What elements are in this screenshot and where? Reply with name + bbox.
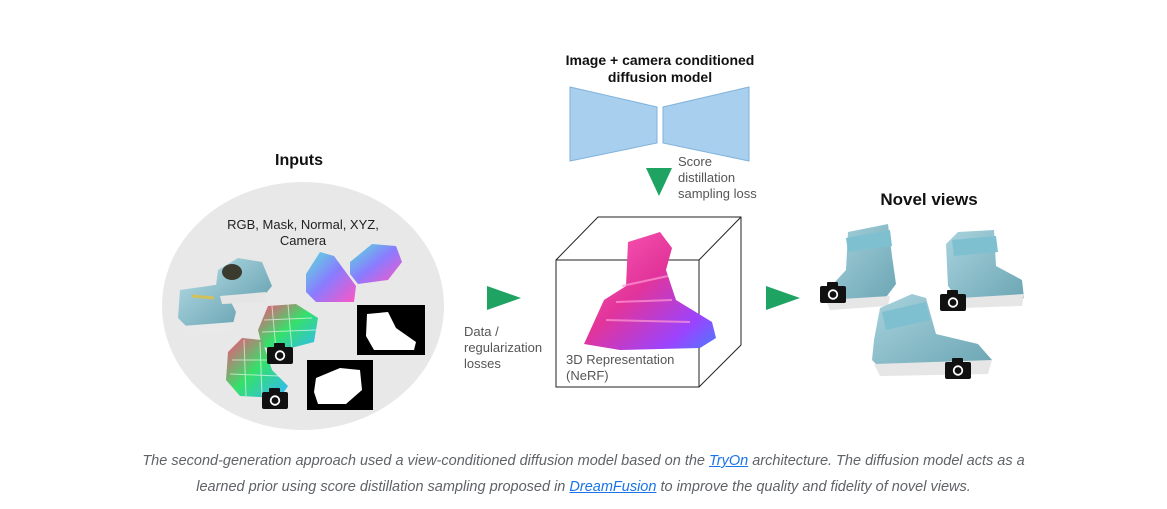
shoe-image-rgb-2 xyxy=(216,258,272,304)
novel-shoe-2 xyxy=(946,230,1024,308)
inputs-types-label: RGB, Mask, Normal, XYZ, Camera xyxy=(227,217,379,248)
sds-loss-line1: Score xyxy=(678,154,712,169)
model-title: Image + camera conditioned diffusion mod… xyxy=(552,52,768,86)
model-title-line1: Image + camera conditioned xyxy=(565,52,755,68)
shoe-image-normal-2 xyxy=(350,244,402,284)
data-loss-line3: losses xyxy=(464,356,501,371)
sds-loss-line2: distillation xyxy=(678,170,736,185)
representation-line2: (NeRF) xyxy=(566,368,609,383)
nerf-shoe xyxy=(584,232,716,350)
shoe-image-normal-1 xyxy=(306,252,356,302)
representation-label: 3D Representation (NeRF) xyxy=(566,352,696,384)
tryon-link[interactable]: TryOn xyxy=(709,453,749,469)
caption-text-2: architecture. The diffusion model acts a… xyxy=(196,453,1025,495)
decoder-shape xyxy=(662,86,750,162)
caption-text-1: The second-generation approach used a vi… xyxy=(142,453,710,469)
sds-loss-line3: sampling loss xyxy=(678,186,757,201)
inputs-title: Inputs xyxy=(275,152,323,169)
shoe-image-xyz-1 xyxy=(258,303,318,352)
data-loss-label: Data / regularization losses xyxy=(464,324,564,372)
novel-views-title: Novel views xyxy=(880,190,978,209)
sds-loss-label: Score distillation sampling loss xyxy=(678,154,778,202)
figure-caption: The second-generation approach used a vi… xyxy=(120,448,1047,500)
data-loss-line1: Data / xyxy=(464,324,499,339)
shoe-image-xyz-2 xyxy=(226,338,288,398)
mask-image-2 xyxy=(307,360,373,410)
model-title-line2: diffusion model xyxy=(607,69,713,85)
data-loss-line2: regularization xyxy=(464,340,543,355)
dreamfusion-link[interactable]: DreamFusion xyxy=(569,479,657,495)
output-arrow-icon xyxy=(766,286,800,310)
mask-image-1 xyxy=(357,305,425,355)
sds-arrow-icon xyxy=(646,168,672,196)
representation-line1: 3D Representation xyxy=(566,352,675,367)
caption-text-3: to improve the quality and fidelity of n… xyxy=(656,479,971,495)
encoder-shape xyxy=(569,86,658,162)
data-arrow-icon xyxy=(487,286,521,310)
